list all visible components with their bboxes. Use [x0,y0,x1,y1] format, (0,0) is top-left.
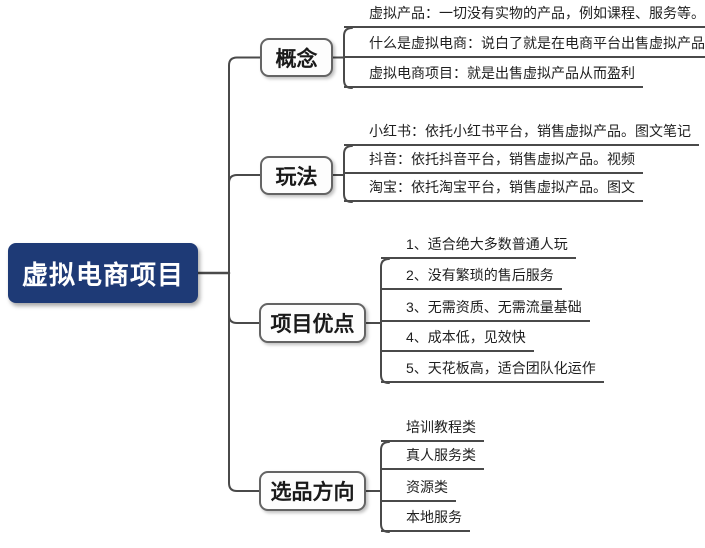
leaf-node[interactable]: 资源类 [381,475,456,502]
leaf-node[interactable]: 小红书：依托小红书平台，销售虚拟产品。图文笔记 [344,119,699,146]
leaf-node[interactable]: 虚拟产品：一切没有实物的产品，例如课程、服务等。 [344,1,705,28]
leaf-node[interactable]: 本地服务 [381,505,470,532]
leaf-node[interactable]: 2、没有繁琐的售后服务 [381,263,562,290]
trunk-to-concept [228,56,261,274]
leaf-node[interactable]: 培训教程类 [381,415,484,442]
leaf-node[interactable]: 3、无需资质、无需流量基础 [381,295,590,322]
branch-node-advantages[interactable]: 项目优点 [259,303,366,343]
trunk-to-gameplay [228,174,261,274]
branch-node-gameplay[interactable]: 玩法 [260,156,333,195]
leaf-node[interactable]: 4、成本低，见效快 [381,325,534,352]
leaf-node[interactable]: 5、天花板高，适合团队化运作 [381,356,604,383]
leaf-node[interactable]: 淘宝：依托淘宝平台，销售虚拟产品。图文 [344,175,643,202]
branch-node-selection[interactable]: 选品方向 [259,471,366,511]
root-node[interactable]: 虚拟电商项目 [8,243,198,303]
leaf-node[interactable]: 虚拟电商项目：就是出售虚拟产品从而盈利 [344,61,643,88]
leaf-node[interactable]: 什么是虚拟电商：说白了就是在电商平台出售虚拟产品 [344,31,705,58]
branch-node-concept[interactable]: 概念 [260,38,333,77]
trunk-to-selection [228,272,261,492]
leaf-node[interactable]: 1、适合绝大多数普通人玩 [381,232,576,259]
leaf-node[interactable]: 真人服务类 [381,443,484,470]
trunk-to-advantages [228,272,261,324]
leaf-node[interactable]: 抖音：依托抖音平台，销售虚拟产品。视频 [344,147,643,174]
